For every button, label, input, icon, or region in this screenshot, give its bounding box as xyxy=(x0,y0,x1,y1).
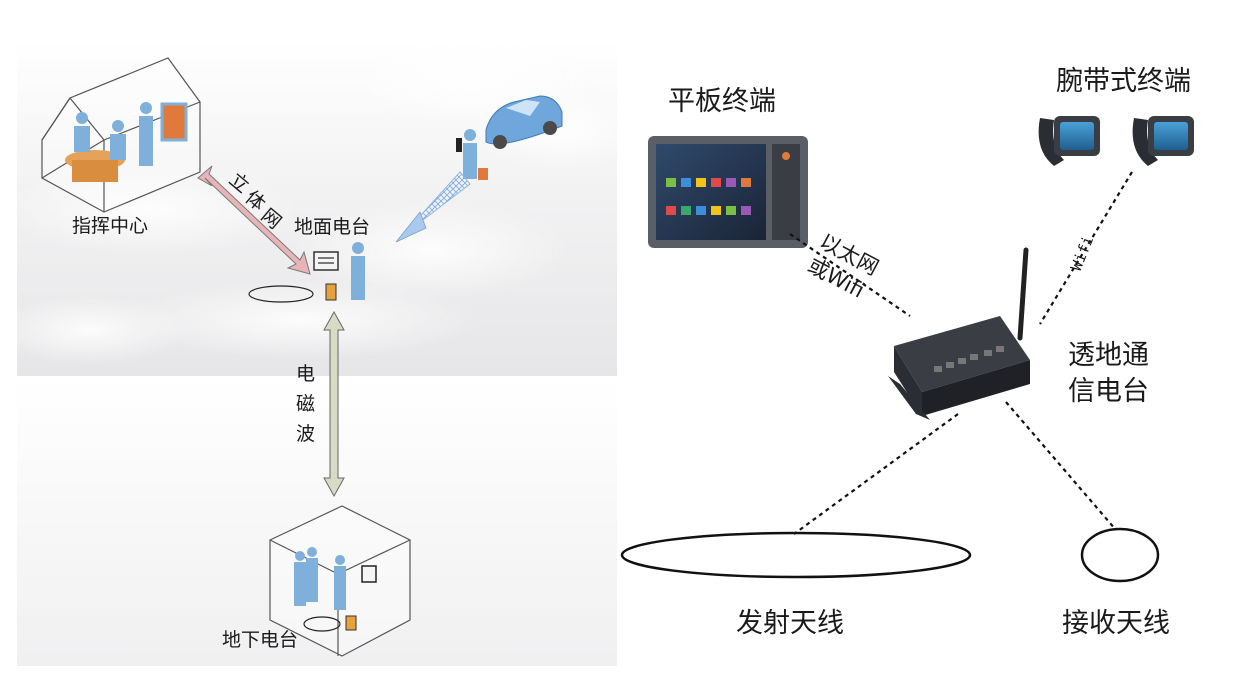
command-center-people-icon xyxy=(65,102,188,182)
through-earth-radio-label-line2: 信电台 xyxy=(1068,376,1149,407)
wifi-label: Wifi xyxy=(1067,233,1097,273)
wrist-to-radio-link xyxy=(1039,171,1133,325)
stereo-net-arrow xyxy=(197,165,311,275)
wristband-terminal-icon-2 xyxy=(1132,116,1194,166)
receive-antenna-loop xyxy=(1080,527,1160,583)
dashed-links xyxy=(789,171,1133,535)
radio-antenna xyxy=(1017,247,1029,341)
em-wave-arrow xyxy=(323,310,345,498)
radio-to-transmit-antenna-link xyxy=(793,413,959,535)
transmit-antenna-label: 发射天线 xyxy=(736,608,844,639)
underground-people-icon xyxy=(294,547,377,632)
em-wave-label: 电 磁 波 xyxy=(296,363,315,445)
wristband-terminal-label: 腕带式终端 xyxy=(1056,66,1191,97)
through-earth-radio-icon xyxy=(888,247,1030,420)
right-panel: 平板终端 腕带式终端 xyxy=(620,66,1194,639)
underground-loop-antenna xyxy=(303,616,341,632)
vehicle-icon xyxy=(485,95,563,149)
ground-station-icon xyxy=(248,242,365,303)
em-wave-char-2: 磁 xyxy=(296,393,315,415)
receive-antenna-label: 接收天线 xyxy=(1062,608,1170,639)
left-panel: 指挥中心 立 体 网 地面电台 xyxy=(0,35,650,666)
em-wave-char-1: 电 xyxy=(296,363,315,385)
ethernet-wifi-label: 以太网 或Wifi xyxy=(804,229,883,303)
ground-station-label: 地面电台 xyxy=(294,216,370,238)
em-wave-char-3: 波 xyxy=(296,423,315,445)
underground-station-label: 地下电台 xyxy=(222,629,298,651)
transmit-antenna-loop xyxy=(620,531,972,579)
through-earth-radio-label-line1: 透地通 xyxy=(1068,340,1149,371)
radio-to-receive-antenna-link xyxy=(1005,401,1117,531)
ground-loop-antenna xyxy=(248,285,314,303)
command-center-label: 指挥中心 xyxy=(72,215,148,237)
tablet-to-radio-link xyxy=(789,233,911,317)
tablet-terminal-label: 平板终端 xyxy=(668,86,776,117)
clouds xyxy=(0,35,650,365)
tablet-terminal-icon xyxy=(648,136,808,248)
field-person-icon xyxy=(456,129,488,180)
signal-mesh-beam xyxy=(395,171,471,243)
wristband-terminal-icon-1 xyxy=(1038,116,1100,166)
tablet-app-icons xyxy=(666,178,751,215)
